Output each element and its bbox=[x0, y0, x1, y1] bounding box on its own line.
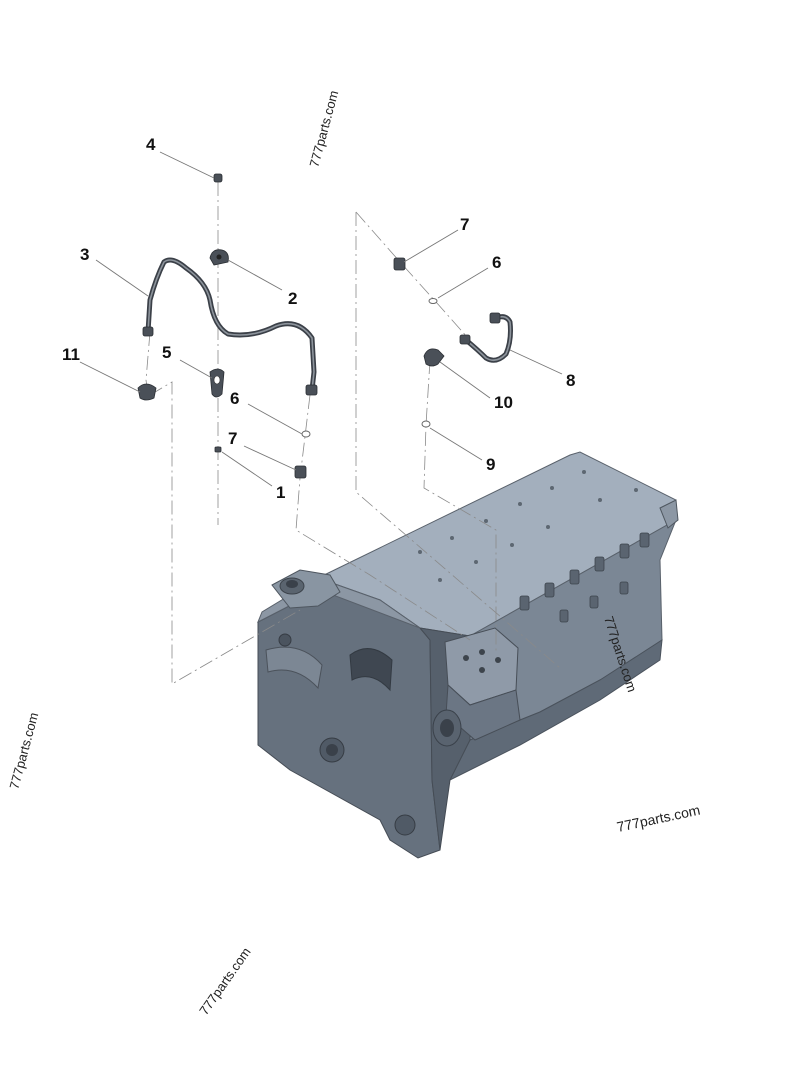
callout-8: 8 bbox=[566, 371, 575, 390]
thermostat-housing bbox=[271, 569, 341, 609]
watermark-top: 777parts.com bbox=[306, 89, 341, 169]
air-compressor bbox=[432, 627, 521, 747]
part-4-bolt bbox=[213, 173, 223, 183]
injector-row bbox=[519, 532, 650, 623]
callout-9: 9 bbox=[486, 455, 495, 474]
deck-bolts bbox=[418, 470, 638, 582]
part-2-clip bbox=[209, 249, 229, 266]
callout-7-left: 7 bbox=[228, 429, 237, 448]
part-7-nut-right bbox=[393, 257, 406, 271]
watermark-bottom: 777parts.com bbox=[196, 945, 253, 1018]
part-8-pipe bbox=[459, 312, 513, 363]
callout-2: 2 bbox=[288, 289, 297, 308]
watermark-bottom-right: 777parts.com bbox=[615, 802, 701, 835]
callout-11: 11 bbox=[62, 345, 80, 364]
engine-block bbox=[257, 451, 679, 859]
callout-leaders bbox=[79, 151, 563, 487]
callout-3: 3 bbox=[80, 245, 89, 264]
part-9-oring bbox=[421, 420, 431, 428]
callout-4: 4 bbox=[146, 135, 156, 154]
callout-10: 10 bbox=[494, 393, 513, 412]
part-11-fitting bbox=[137, 383, 157, 401]
callout-1: 1 bbox=[276, 483, 285, 502]
part-7-nut-left bbox=[294, 465, 307, 479]
part-1-bolt bbox=[214, 446, 222, 453]
assembly-centerlines bbox=[145, 182, 561, 685]
part-6-oring-right bbox=[428, 298, 438, 304]
part-3-pipe bbox=[142, 257, 318, 396]
part-6-oring-left bbox=[301, 430, 311, 438]
callout-labels: 4 2 3 5 11 6 7 1 7 6 8 10 9 bbox=[62, 135, 575, 502]
callout-7-right: 7 bbox=[460, 215, 469, 234]
part-5-bracket bbox=[209, 368, 225, 398]
callout-6-left: 6 bbox=[230, 389, 239, 408]
part-10-elbow bbox=[423, 348, 445, 367]
watermark-left: 777parts.com bbox=[6, 711, 41, 791]
callout-5: 5 bbox=[162, 343, 171, 362]
callout-6-right: 6 bbox=[492, 253, 501, 272]
